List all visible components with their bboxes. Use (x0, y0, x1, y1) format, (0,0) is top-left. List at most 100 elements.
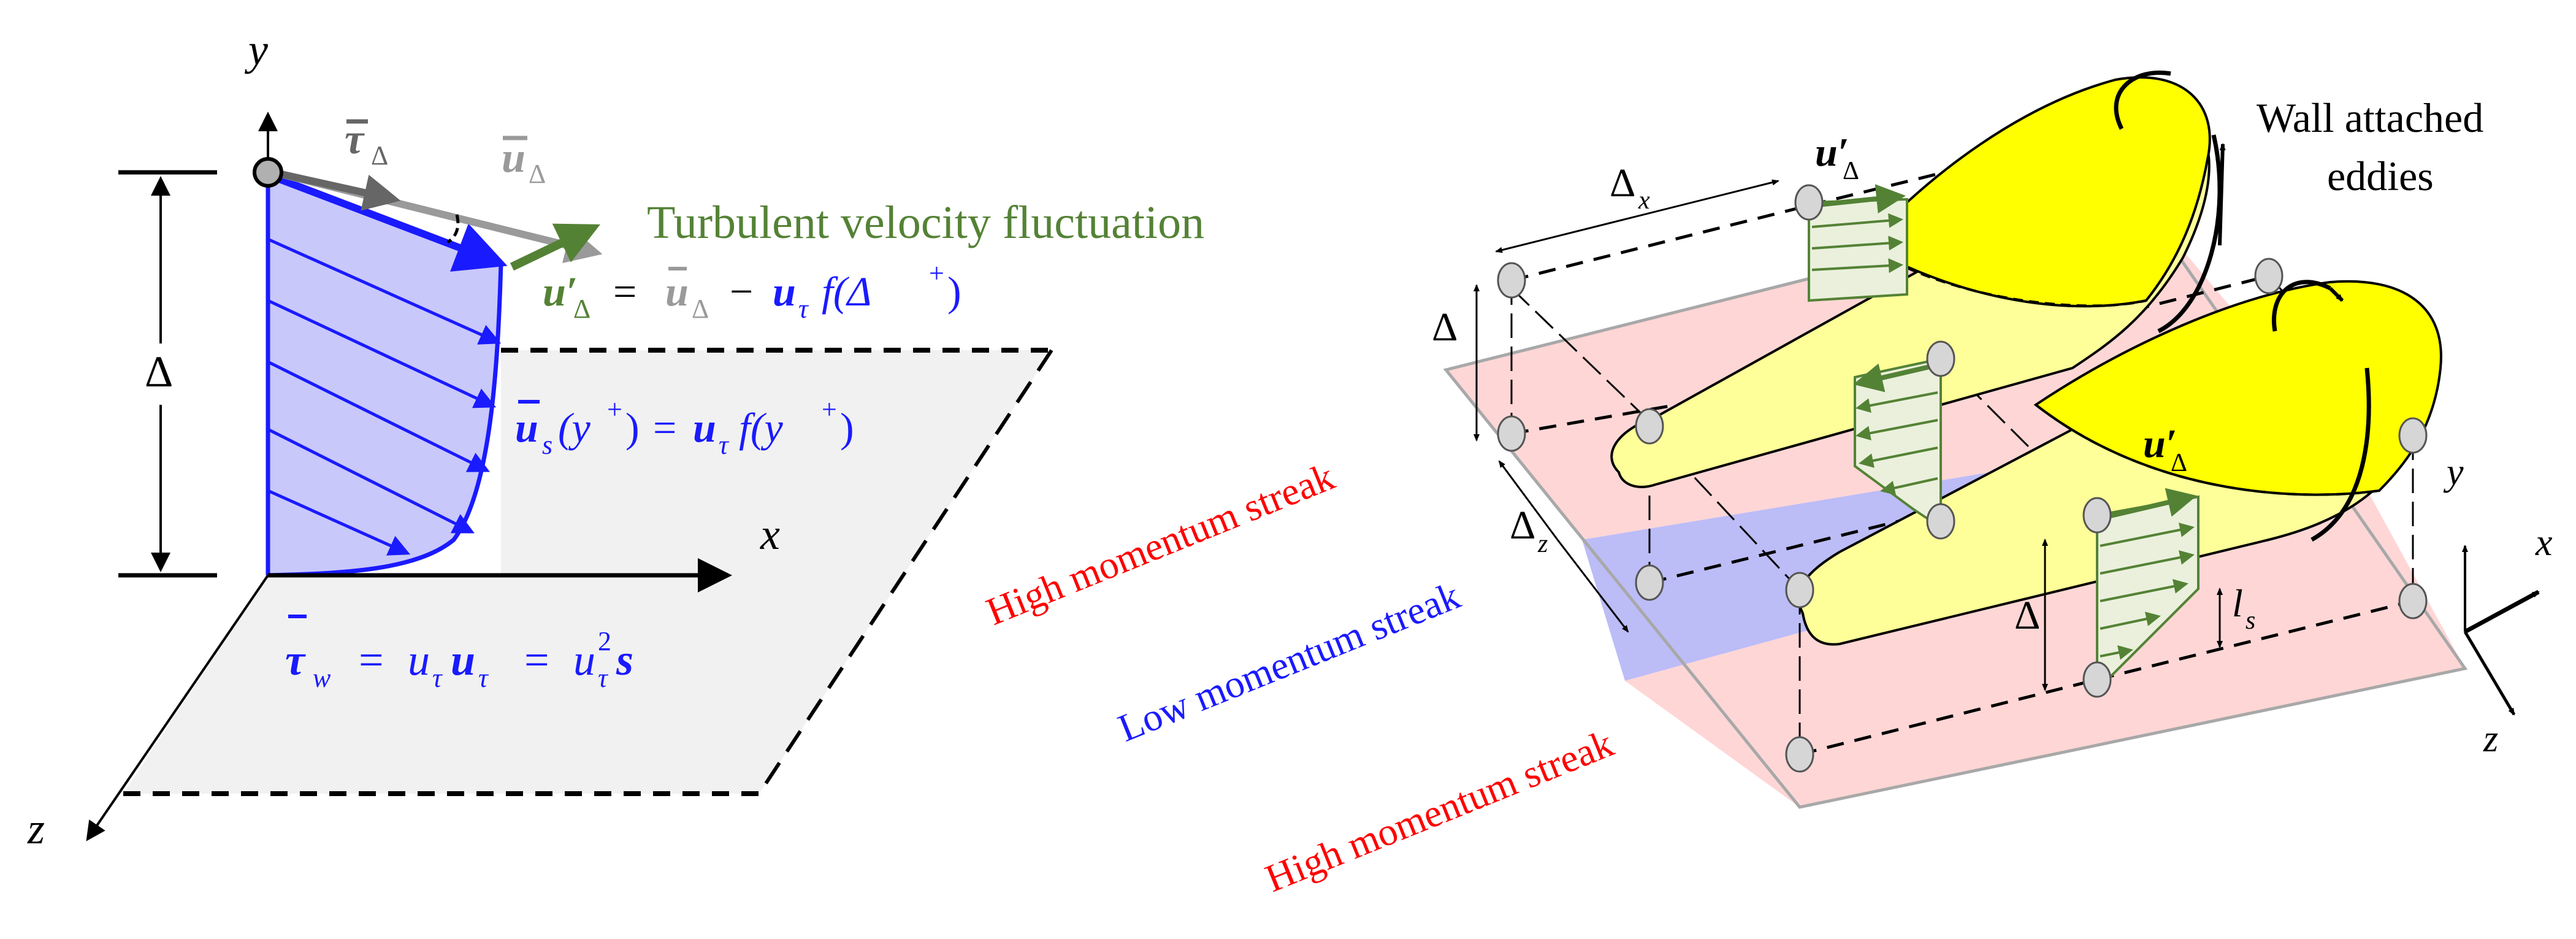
grid-node (1926, 340, 1955, 377)
delta-z-arrow-a (1498, 460, 1559, 540)
svg-text:u: u (665, 268, 689, 315)
grid-node (2082, 661, 2112, 698)
delta-label: Δ (145, 347, 173, 396)
ls-label: l s (2232, 581, 2255, 635)
eddy-upper-rotation-icon (2114, 71, 2222, 334)
z-axis-label: z (27, 804, 45, 853)
eddy-lower-rotation-icon (2272, 280, 2371, 542)
svg-text:): ) (840, 404, 854, 451)
svg-text:Δ: Δ (1843, 157, 1859, 185)
eddy-lower-cap-rim (2035, 404, 2380, 496)
fluctuation-equation: u′ Δ = u Δ − u τ f(Δ + ) (543, 258, 961, 324)
svg-text:u: u (573, 635, 595, 684)
svg-text:u: u (408, 635, 430, 684)
z-axis-arrow (86, 574, 269, 841)
svg-text:τ: τ (285, 635, 306, 684)
svg-text:l: l (2232, 581, 2243, 625)
grid-node (2082, 497, 2112, 534)
grid-node (1497, 262, 1526, 299)
svg-text:): ) (625, 404, 640, 451)
grid-node (1926, 503, 1955, 540)
grid-node (1635, 564, 1664, 601)
svg-text:+: + (822, 394, 837, 424)
svg-text:Δ: Δ (573, 294, 590, 324)
eddies-label-line2: eddies (2327, 153, 2434, 199)
eddy-lower-cap (2033, 280, 2442, 496)
profile-top-arrow (271, 173, 508, 272)
svg-text:τ: τ (798, 294, 809, 324)
svg-text:s: s (542, 430, 552, 460)
eddy-upper (1610, 71, 2226, 488)
svg-text:u′: u′ (1815, 130, 1849, 175)
fluctuation-profile-3 (2096, 488, 2200, 681)
angle-arc (446, 214, 460, 244)
triad-y-label: y (2443, 451, 2464, 493)
plane-edge-right (757, 349, 1053, 795)
svg-text:Δ: Δ (1610, 161, 1635, 205)
grid-node (1497, 415, 1526, 452)
grid-node (1635, 408, 1664, 445)
left-panel: y x z Δ τ Δ u Δ Turbulent velocity fluct… (27, 25, 1204, 853)
fluctuation-profile-1 (1808, 184, 1908, 302)
streak-high-bottom-label: High momentum streak (1259, 721, 1619, 900)
triad-z-label: z (2483, 718, 2498, 760)
eddy-lower (1797, 280, 2442, 646)
svg-text:Δ: Δ (529, 159, 546, 189)
delta-x-arrow-a (1495, 220, 1619, 253)
eddy-upper-rotation-arrow (2218, 143, 2226, 246)
svg-text:=: = (359, 635, 384, 684)
svg-text:Δ: Δ (2171, 449, 2187, 477)
profile-arrow (267, 489, 411, 556)
svg-text:u′: u′ (543, 268, 578, 315)
wall-shear-equation: τ w = u τ u τ = u τ 2 s (285, 615, 633, 693)
svg-text:u: u (502, 134, 526, 182)
svg-text:2: 2 (598, 626, 611, 656)
svg-text:u′: u′ (2143, 421, 2177, 466)
svg-text:z: z (1537, 530, 1548, 558)
profile-arrows (267, 237, 502, 556)
u-delta-label: u Δ (502, 134, 546, 189)
u-prime-top-label: u′ Δ (1815, 130, 1859, 185)
svg-text:τ: τ (432, 663, 443, 693)
grid-node (2398, 583, 2428, 619)
delta-z-label: Δ z (1510, 503, 1548, 558)
right-panel: y x z Wall attached eddies Δ x u′ Δ u′ Δ… (980, 71, 2553, 900)
svg-text:): ) (947, 268, 961, 315)
svg-text:+: + (607, 394, 622, 424)
triad-x-arrow (2464, 589, 2540, 634)
grid-node (2254, 258, 2284, 294)
profile-arrow (267, 237, 502, 345)
svg-text:Δ: Δ (371, 140, 388, 171)
y-axis-label: y (244, 25, 268, 74)
fluctuation-vector (510, 223, 600, 271)
u-prime-right-label: u′ Δ (2143, 421, 2187, 477)
eddy-lower-rotation-arrow (2328, 286, 2344, 302)
svg-text:τ: τ (719, 430, 730, 460)
tau-delta-label: τ Δ (345, 116, 388, 171)
svg-text:=: = (613, 268, 636, 315)
svg-text:u: u (451, 635, 475, 684)
svg-text:(y: (y (558, 404, 591, 451)
svg-text:τ: τ (345, 116, 365, 163)
svg-text:s: s (616, 635, 633, 684)
svg-text:τ: τ (598, 663, 609, 693)
eddies-label-line1: Wall attached (2257, 94, 2483, 141)
delta-x-arrow-b (1618, 179, 1779, 222)
svg-text:u: u (773, 268, 796, 315)
streak-low-label: Low momentum streak (1112, 573, 1466, 750)
svg-text:u: u (693, 404, 716, 451)
triad-x-label: x (2535, 522, 2553, 564)
svg-text:s: s (2245, 607, 2255, 635)
profile-arrow (267, 427, 475, 534)
fluctuation-title: Turbulent velocity fluctuation (647, 197, 1204, 248)
delta-x-label: Δ x (1610, 161, 1650, 215)
svg-text:Δ: Δ (692, 294, 709, 324)
svg-text:u: u (515, 404, 538, 451)
svg-text:f(Δ: f(Δ (822, 268, 871, 315)
delta-left-label: Δ (1432, 305, 1458, 350)
svg-text:Δ: Δ (1510, 503, 1535, 548)
grid-node (1794, 184, 1824, 221)
shear-stress-vector (275, 169, 401, 211)
probe-point (253, 157, 283, 188)
